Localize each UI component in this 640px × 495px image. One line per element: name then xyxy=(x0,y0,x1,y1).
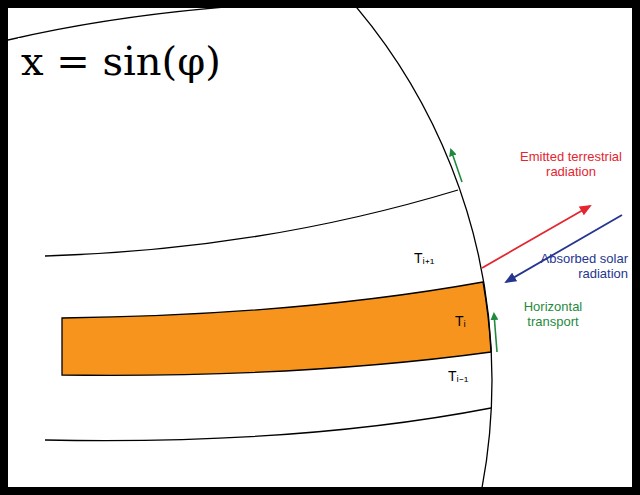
white-ground xyxy=(8,8,632,487)
orange-band xyxy=(62,282,491,375)
latitude-line xyxy=(45,408,491,441)
formula-label: x = sin(φ) xyxy=(18,38,224,84)
temperature-label: Tᵢ xyxy=(455,313,466,329)
emitted-label: Emitted terrestrial radiation xyxy=(514,150,628,180)
transport-arrow xyxy=(494,314,497,352)
latitude-line xyxy=(8,8,470,40)
latitude-line xyxy=(45,190,458,256)
temperature-label: Tᵢ₊₁ xyxy=(414,250,434,266)
temperature-label: Tᵢ₋₁ xyxy=(448,368,468,384)
globe-limb xyxy=(8,8,492,487)
transport-arrow xyxy=(451,150,462,182)
absorbed-label: Absorbed solar radiation xyxy=(536,252,628,282)
transport-label: Horizontal transport xyxy=(505,300,601,330)
